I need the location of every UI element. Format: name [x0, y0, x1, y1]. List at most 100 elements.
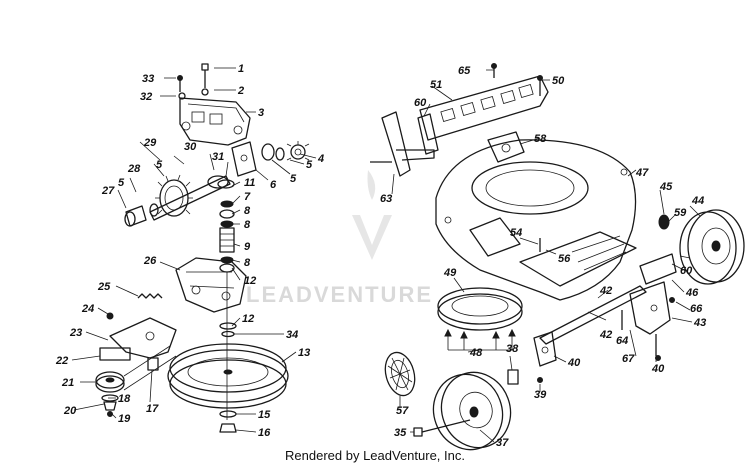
lower-housing-27: [175, 257, 247, 313]
callout-21: 20: [63, 405, 77, 417]
bolt-1: [201, 63, 209, 88]
callout-31: 30: [184, 141, 197, 153]
callout-6: 5: [290, 173, 297, 185]
callout-50: 49: [443, 267, 457, 279]
callout-22: 21: [61, 377, 74, 389]
spring-26: [137, 293, 163, 299]
callout-5a: 5: [306, 159, 313, 171]
bearing-6: [261, 143, 275, 161]
washer-16: [219, 410, 237, 418]
callout-70: 67: [622, 353, 635, 365]
callout-30: 29: [143, 137, 157, 149]
gear-4: [286, 141, 310, 161]
bushing-21: [103, 401, 117, 411]
axle-rod-43: [539, 285, 647, 345]
gearbox-housing: [179, 97, 251, 146]
callout-49: 48: [469, 347, 483, 359]
screw-51: [537, 75, 543, 96]
callout-29: 28: [127, 163, 141, 175]
callout-12a: 11: [244, 177, 255, 189]
axle-bolt-37: [413, 419, 471, 437]
nut-40: [537, 377, 543, 383]
callout-4: 4: [317, 153, 324, 165]
callout-9: 8: [244, 205, 251, 217]
nut-20: [107, 411, 113, 417]
washer-35: [221, 330, 235, 338]
callout-54: 51: [430, 79, 442, 91]
gear-31: [207, 175, 229, 189]
bracket-64: [381, 111, 435, 177]
gear-29: [155, 174, 193, 217]
arrows-49: [444, 328, 516, 351]
screw-34: [177, 75, 183, 92]
callout-8c: 8: [244, 257, 251, 269]
callout-67: 66: [690, 303, 703, 315]
washer-33: [178, 92, 186, 100]
callout-32: 31: [212, 151, 224, 163]
callout-27: 26: [143, 255, 157, 267]
callout-labels: 1 2 3 4 5 5 5 5 6 7 8 8 8 9 11 12 12 13 …: [55, 63, 706, 449]
callout-8a: 7: [244, 191, 251, 203]
nut-25: [106, 312, 114, 320]
washer-19: [101, 394, 119, 402]
washer-5: [149, 203, 159, 217]
spring-46: [658, 214, 670, 230]
leader-lines: [71, 67, 701, 443]
spacer-39: [507, 369, 519, 385]
callout-64: 63: [380, 193, 392, 205]
height-adjuster-42: [533, 331, 557, 367]
callout-63: 60: [414, 97, 427, 109]
callout-42a: 40: [567, 357, 581, 369]
callout-15: 13: [298, 347, 310, 359]
callout-17: 16: [258, 427, 271, 439]
bracket-63: [417, 113, 439, 155]
callout-23: 22: [55, 355, 68, 367]
callout-18: 17: [146, 403, 159, 415]
handle-bracket-54: [419, 75, 549, 141]
callout-3: 3: [258, 107, 264, 119]
callout-40b: 40: [651, 363, 665, 375]
callout-16: 15: [258, 409, 271, 421]
callout-45: 44: [691, 195, 704, 207]
callout-39: 38: [506, 343, 519, 355]
nut-40b: [655, 355, 661, 361]
callout-60b: 60: [680, 265, 693, 277]
pulley-15: [167, 343, 289, 409]
callout-13: 12: [242, 313, 254, 325]
bracket-44: [629, 281, 671, 356]
callout-58: 57: [396, 405, 409, 417]
pinion-28: [124, 205, 147, 227]
nut-67: [669, 297, 675, 303]
callout-25: 24: [81, 303, 94, 315]
belt: [123, 345, 177, 391]
bracket-47: [639, 253, 677, 285]
front-wheel-38: [432, 371, 512, 451]
washer-2: [201, 88, 209, 96]
callout-60a: 59: [674, 207, 687, 219]
callout-44: 43: [693, 317, 706, 329]
washer-13: [219, 322, 237, 330]
rear-wheel-45: [679, 209, 745, 285]
shaft-30: [149, 175, 231, 221]
callout-35: 34: [286, 329, 298, 341]
callout-56: 54: [510, 227, 522, 239]
footer-credit: Rendered by LeadVenture, Inc.: [285, 448, 465, 463]
callout-20: 19: [118, 413, 131, 425]
callout-1: 1: [238, 63, 244, 75]
callout-51: 50: [552, 75, 565, 87]
deflector-50: [437, 287, 523, 331]
screw-66: [491, 63, 497, 78]
callout-48: 47: [635, 167, 649, 179]
leadventure-watermark: LEADVENTURE: [246, 170, 433, 307]
callout-34: 33: [142, 73, 154, 85]
callout-37: 35: [394, 427, 407, 439]
callout-42b: 42: [599, 285, 612, 297]
watermark-text: LEADVENTURE: [246, 282, 433, 307]
callout-59: 58: [534, 133, 547, 145]
callout-26: 25: [97, 281, 111, 293]
callout-28: 27: [101, 185, 115, 197]
plate-7: [231, 141, 257, 177]
spacer-18: [147, 357, 159, 371]
callout-19: 18: [118, 393, 131, 405]
nut-17: [219, 423, 237, 433]
